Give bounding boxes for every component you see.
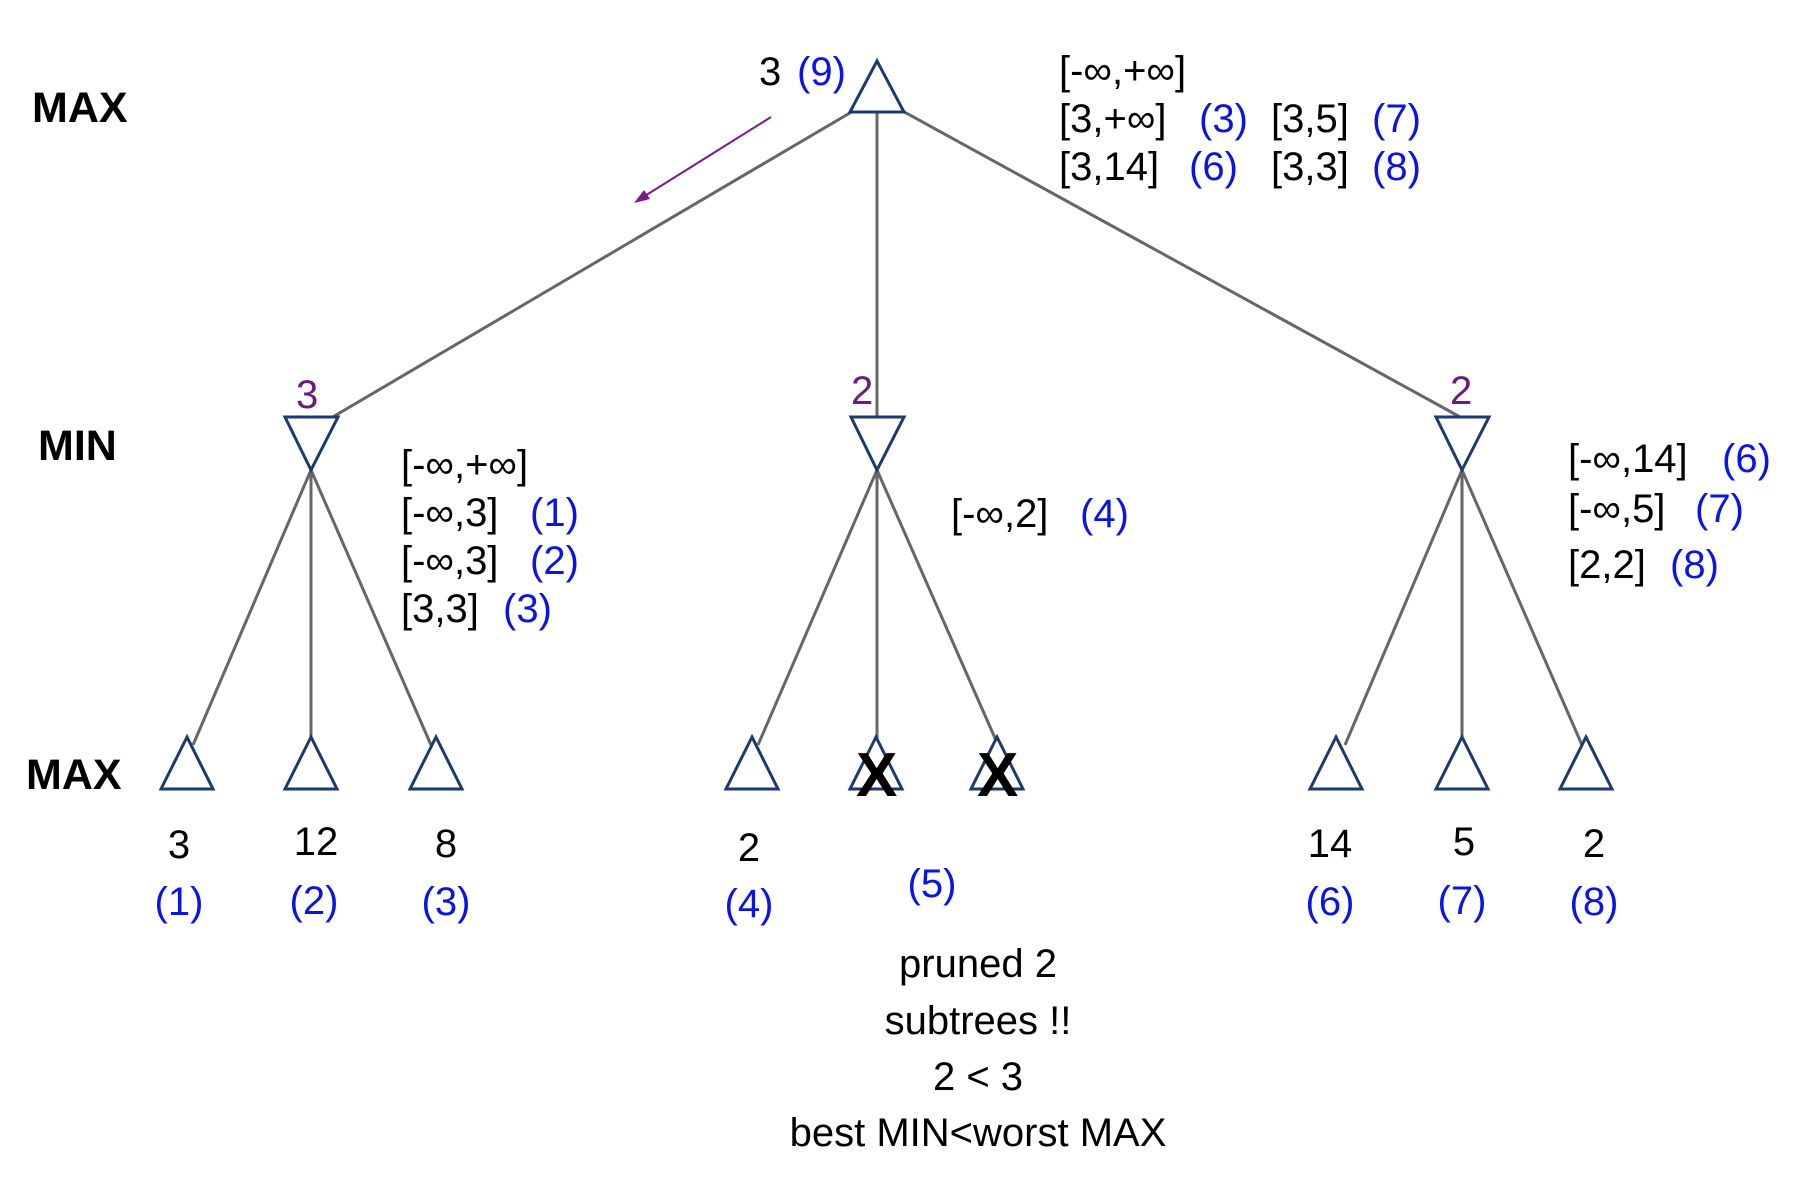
search-direction-arrow: [639, 116, 772, 200]
leaf-value: 2: [1583, 822, 1605, 866]
edge-min2-leaf4: [756, 469, 879, 746]
leaf-node-1: [158, 733, 216, 791]
root-max-node: [847, 57, 907, 114]
min1-bound-step: (1): [530, 491, 579, 535]
edge-min1-leaf3: [309, 469, 433, 746]
edge-root-min3: [876, 95, 1463, 420]
pruned-mark: X: [977, 741, 1018, 810]
leaf-value: 12: [294, 820, 339, 864]
leaf-node-7: [1307, 733, 1365, 791]
min1-bound-range: [-∞,+∞]: [401, 443, 528, 487]
root-bound-step: (3): [1199, 97, 1248, 141]
edge-min2-leaf6: [875, 469, 1000, 746]
leaf-node-2: [282, 733, 340, 791]
pruned-mark: X: [856, 741, 897, 810]
leaf-step: (3): [422, 880, 471, 924]
min1-bound-step: (3): [503, 587, 552, 631]
edge-root-min1: [330, 95, 878, 420]
min3-bound-range: [-∞,5]: [1568, 487, 1665, 531]
root-bound-step: (7): [1372, 97, 1421, 141]
min1-bound-range: [3,3]: [401, 587, 479, 631]
edge-min1-leaf1: [191, 469, 313, 746]
leaf-step: (7): [1438, 879, 1487, 923]
min-node-value: 2: [1450, 369, 1472, 413]
leaf-step: (6): [1306, 880, 1355, 924]
min2-bound-step: (4): [1080, 492, 1129, 536]
leaf-node-6-pruned: [968, 733, 1026, 791]
min-node-value: 2: [851, 369, 873, 413]
pruning-note-line: subtrees !!: [885, 999, 1072, 1043]
root-value: 3: [759, 50, 781, 94]
leaf-node-5-pruned: [847, 733, 905, 791]
leaf-step: (2): [290, 879, 339, 923]
leaf-step: (1): [155, 880, 204, 924]
root-bound-range: [3,5]: [1271, 97, 1349, 141]
min2-bound-range: [-∞,2]: [951, 492, 1048, 536]
min3-bound-step: (8): [1670, 543, 1719, 587]
min1-bound-range: [-∞,3]: [401, 539, 498, 583]
edge-min3-leaf7: [1343, 469, 1464, 746]
leaf-node-8: [1433, 733, 1491, 791]
root-bound-range: [3,14]: [1059, 145, 1159, 189]
min-node-3: [1433, 415, 1492, 474]
level-label-max-bottom: MAX: [26, 751, 122, 799]
level-label-min: MIN: [38, 422, 117, 470]
leaf-step: (4): [725, 882, 774, 926]
leaf-node-4: [723, 733, 781, 791]
leaf-step: (8): [1570, 880, 1619, 924]
min-node-2: [848, 415, 907, 474]
min3-bound-step: (6): [1722, 437, 1771, 481]
root-bound-step: (8): [1372, 145, 1421, 189]
leaf-node-3: [407, 733, 465, 791]
min-node-1: [282, 415, 341, 474]
min1-bound-step: (2): [530, 539, 579, 583]
root-bound-range: [3,+∞]: [1059, 97, 1166, 141]
pruned-step: (5): [908, 862, 957, 906]
leaf-value: 2: [738, 826, 760, 870]
root-step: (9): [797, 50, 846, 94]
min3-bound-range: [2,2]: [1568, 543, 1646, 587]
pruning-note-line: best MIN<worst MAX: [790, 1111, 1167, 1155]
level-label-max-top: MAX: [32, 84, 128, 132]
min-node-value: 3: [296, 373, 318, 417]
root-bound-range: [-∞,+∞]: [1059, 49, 1186, 93]
leaf-value: 14: [1308, 822, 1353, 866]
pruning-note-line: 2 < 3: [933, 1055, 1023, 1099]
search-direction-arrowhead: [634, 190, 650, 203]
min3-bound-range: [-∞,14]: [1568, 437, 1688, 481]
edge-min3-leaf9: [1460, 469, 1584, 746]
root-bound-step: (6): [1189, 145, 1238, 189]
leaf-value: 8: [435, 822, 457, 866]
leaf-value: 5: [1453, 820, 1475, 864]
leaf-value: 3: [168, 823, 190, 867]
min1-bound-range: [-∞,3]: [401, 491, 498, 535]
min3-bound-step: (7): [1695, 487, 1744, 531]
root-bound-range: [3,3]: [1271, 145, 1349, 189]
leaf-node-9: [1557, 733, 1615, 791]
pruning-note-line: pruned 2: [899, 942, 1057, 986]
